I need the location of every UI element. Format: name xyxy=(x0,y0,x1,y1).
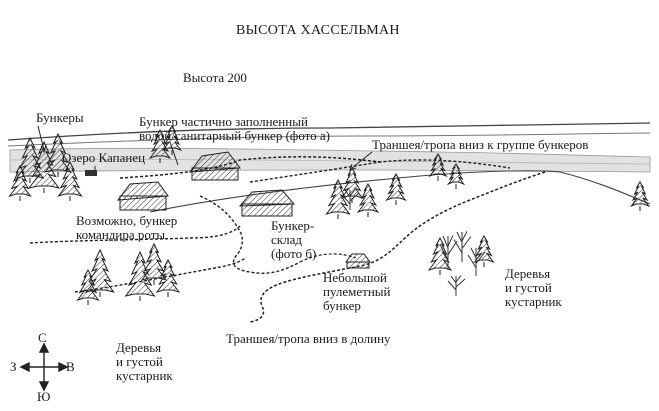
bunker-flooded xyxy=(188,151,241,181)
bare-tree xyxy=(447,275,466,296)
conifer-tree xyxy=(27,140,61,189)
conifer-tree xyxy=(385,173,407,202)
bunker-storage xyxy=(238,189,296,217)
conifer-tree xyxy=(57,160,83,197)
conifer-tree xyxy=(155,258,181,293)
trench-valley xyxy=(249,171,546,323)
trench-left-low xyxy=(74,257,246,293)
label-mg-bunker: Небольшой пулеметный бункер xyxy=(323,270,391,313)
compass-south: Ю xyxy=(37,389,51,404)
ridge-line xyxy=(7,122,651,141)
conifer-tree xyxy=(148,128,172,159)
conifer-tree xyxy=(76,268,100,301)
label-trees-right: Деревья и густой кустарник xyxy=(505,266,562,309)
bare-tree-cluster xyxy=(341,189,486,296)
conifer-tree xyxy=(629,181,651,208)
trench-commander xyxy=(29,225,241,244)
bare-tree xyxy=(453,231,472,262)
conifer-tree xyxy=(340,166,364,199)
map-title: ВЫСОТА ХАССЕЛЬМАН xyxy=(236,23,400,38)
conifer-tree xyxy=(124,250,156,297)
conifer-tree xyxy=(44,132,72,173)
bare-tree xyxy=(467,247,486,276)
tree-cluster xyxy=(8,125,651,305)
bunker-small-lake xyxy=(85,170,97,176)
conifer-tree xyxy=(427,236,453,271)
label-trench-to-valley: Траншея/тропа вниз в долину xyxy=(226,331,391,346)
compass-rose xyxy=(19,342,69,392)
label-hill-200: Высота 200 xyxy=(183,70,247,85)
bare-tree xyxy=(341,189,360,210)
conifer-tree xyxy=(161,125,183,152)
conifer-tree xyxy=(140,242,168,281)
label-flooded-bunker: Бункер частично заполненный водой/санита… xyxy=(139,114,331,143)
label-trench-to-bunkers: Траншея/тропа вниз к группе бункеров xyxy=(372,137,589,152)
label-commander-bunker: Возможно, бункер командира роты xyxy=(76,213,178,242)
bare-tree xyxy=(439,235,458,270)
trench-upper xyxy=(119,156,381,179)
conifer-tree xyxy=(8,164,32,197)
trench-to-bunker-group xyxy=(249,159,511,183)
conifer-tree xyxy=(356,182,380,213)
label-trees-left: Деревья и густой кустарник xyxy=(116,340,173,383)
label-bunkers: Бункеры xyxy=(36,110,84,125)
conifer-tree xyxy=(473,235,495,264)
conifer-tree xyxy=(84,248,116,293)
conifer-tree xyxy=(428,153,448,178)
compass-north: С xyxy=(38,330,47,345)
conifer-tree xyxy=(446,163,466,186)
bunker-commander xyxy=(116,181,169,211)
trench-valley-2 xyxy=(299,253,357,263)
conifer-tree xyxy=(15,136,45,179)
ridge-line-2 xyxy=(7,132,651,147)
compass-east: В xyxy=(66,359,75,374)
label-lake: Озеро Капанец xyxy=(62,150,146,165)
trench-middle xyxy=(199,195,301,274)
label-storage-bunker: Бункер- склад (фото б) xyxy=(271,218,317,261)
compass-west: З xyxy=(10,359,17,374)
arrow-trench xyxy=(351,151,373,169)
bunker-machinegun xyxy=(345,253,371,269)
